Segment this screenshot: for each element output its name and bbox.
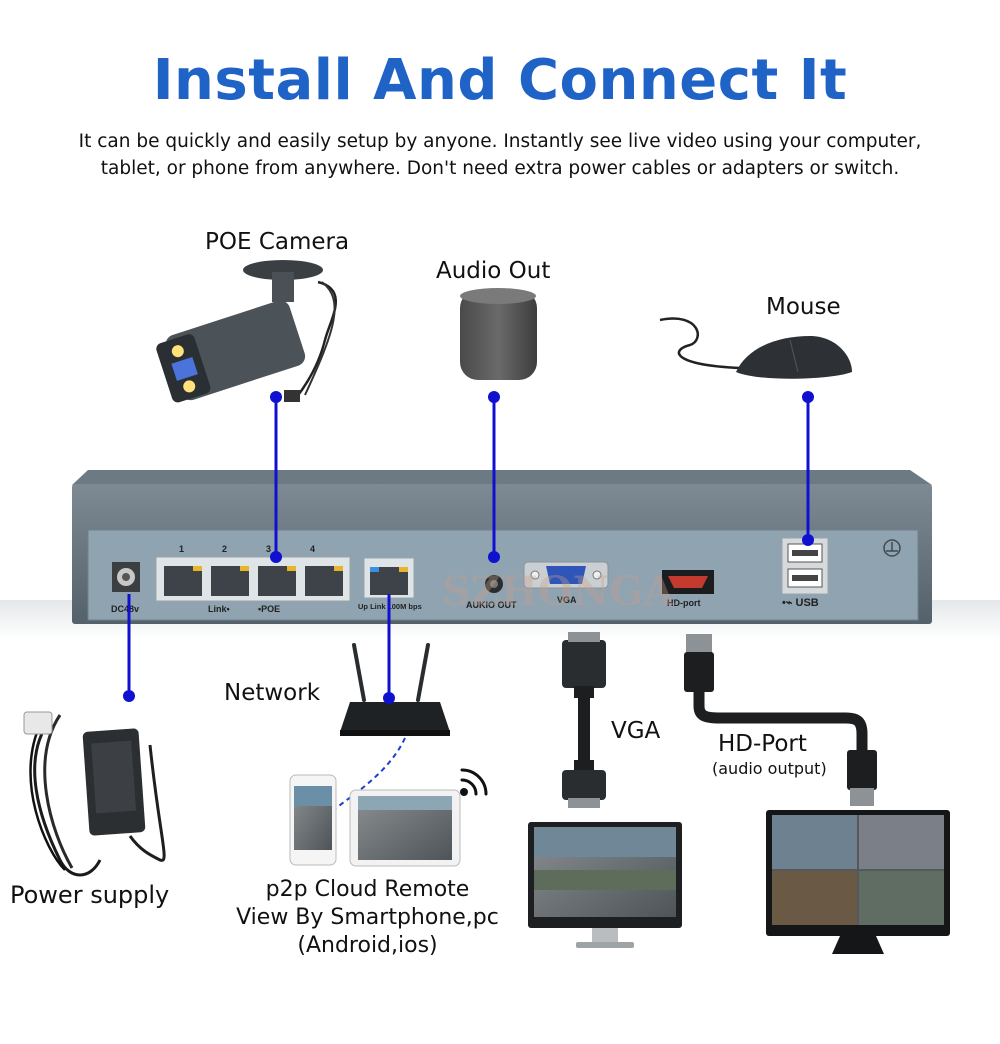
nvr-device: DC48v 1 2 3 4 Link• •POE Up Link 100M bp…: [72, 470, 932, 624]
label-audio-out: Audio Out: [436, 258, 551, 284]
hd-port-label: HD-port: [667, 598, 701, 608]
wireless-link-line: [335, 737, 406, 809]
tablet-image: [349, 789, 461, 867]
connector-dot: [488, 551, 500, 563]
watermark: SZHONGA: [442, 568, 675, 615]
dc-label: DC48v: [111, 604, 139, 614]
poe-label: •POE: [258, 604, 280, 614]
connector-dot: [123, 690, 135, 702]
hd-port: HD-port: [662, 570, 714, 608]
connector-dot: [802, 534, 814, 546]
port-number-2: 2: [222, 544, 227, 554]
label-network: Network: [224, 680, 321, 706]
speaker-image: [460, 288, 537, 380]
audio-out-port-label: AUKIO OUT: [466, 600, 517, 610]
router-image: [340, 643, 450, 736]
port-number-1: 1: [179, 544, 184, 554]
label-poe-camera: POE Camera: [205, 229, 350, 255]
hd-monitor-image: [766, 810, 950, 954]
connector-dot: [270, 551, 282, 563]
usb-port-label: •⌁ USB: [782, 597, 819, 609]
hdmi-cable-image: [684, 634, 877, 806]
poe-camera-image: [156, 260, 337, 403]
vga-cable-image: [562, 632, 606, 808]
port-number-3: 3: [266, 544, 271, 554]
label-vga: VGA: [611, 718, 661, 744]
poe-port-1: [164, 566, 202, 596]
connector-dot: [802, 391, 814, 403]
ground-icon: [883, 539, 901, 557]
label-p2p-line1: p2p Cloud Remote: [265, 877, 470, 902]
connector-dot: [488, 391, 500, 403]
mouse-image: [659, 317, 852, 379]
vga-port-label: VGA: [557, 595, 577, 605]
label-p2p-line3: (Android,ios): [297, 933, 438, 958]
port-number-4: 4: [310, 544, 315, 554]
poe-ports: 1 2 3 4 Link• •POE: [155, 544, 351, 614]
poe-port-4: [305, 566, 343, 596]
page-subtitle: It can be quickly and easily setup by an…: [78, 131, 922, 179]
connector-dot: [383, 692, 395, 704]
label-mouse: Mouse: [766, 294, 841, 320]
audio-out-jack: AUKIO OUT: [466, 575, 517, 610]
poe-port-3: [258, 566, 296, 596]
usb-ports: •⌁ USB: [781, 537, 829, 609]
smartphone-image: [289, 774, 337, 866]
page-title: Install And Connect It: [152, 48, 848, 113]
wifi-icon: [460, 768, 488, 796]
dc-power-jack: DC48v: [111, 562, 140, 614]
vga-monitor-image: [528, 822, 682, 948]
connector-lines: [123, 391, 814, 704]
power-supply-image: [23, 711, 166, 877]
label-hd-port: HD-Port: [718, 731, 807, 757]
link-label: Link•: [208, 604, 230, 614]
poe-port-2: [211, 566, 249, 596]
label-hd-port-note: (audio output): [712, 759, 827, 778]
vga-port: VGA: [523, 561, 609, 605]
connector-dot: [270, 391, 282, 403]
label-power-supply: Power supply: [10, 881, 170, 909]
label-p2p-line2: View By Smartphone,pc: [236, 905, 499, 930]
